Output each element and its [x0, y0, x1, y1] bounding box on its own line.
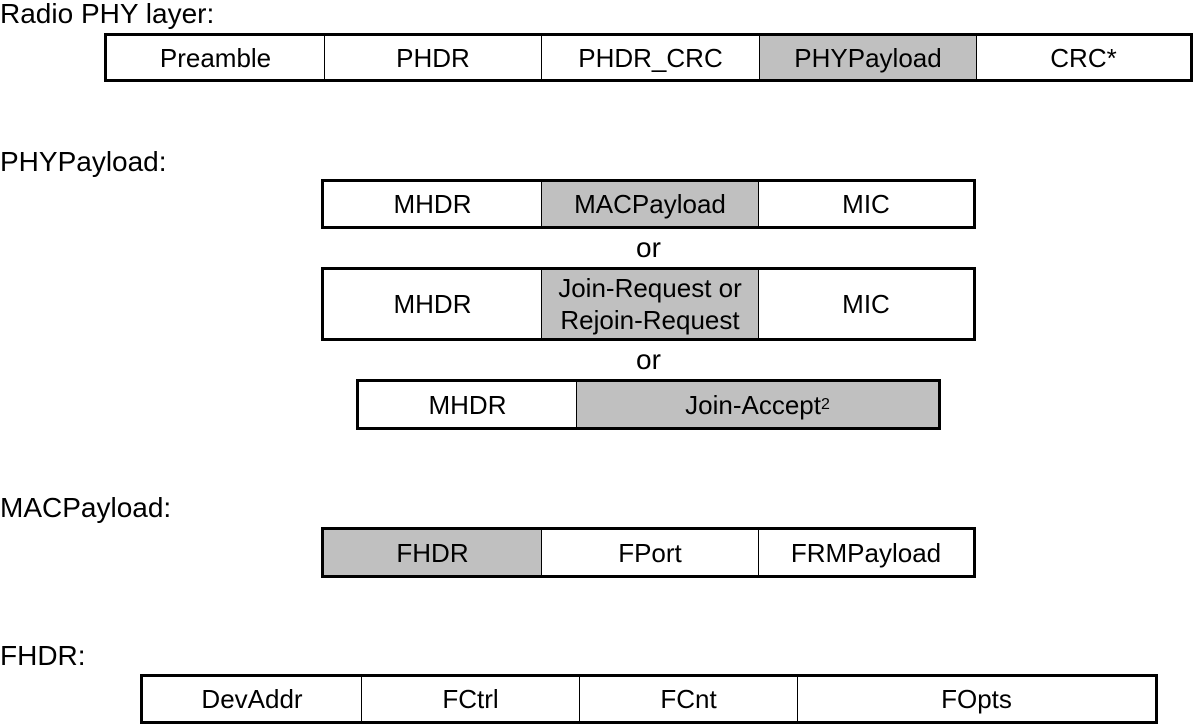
- field-fopts: FOpts: [798, 677, 1155, 721]
- radio-phy-layer-label: Radio PHY layer:: [0, 0, 215, 29]
- fhdr-label: FHDR:: [0, 640, 86, 671]
- field-frmpayload: FRMPayload: [759, 530, 973, 575]
- macpayload-label: MACPayload:: [0, 492, 172, 523]
- field-mhdr: MHDR: [324, 270, 542, 338]
- phypayload-join-request-frame: MHDR Join-Request or Rejoin-Request MIC: [321, 267, 976, 341]
- field-join-request: Join-Request or Rejoin-Request: [542, 270, 759, 338]
- join-request-line: Join-Request or: [558, 273, 742, 303]
- field-fhdr: FHDR: [324, 530, 542, 575]
- field-phdr: PHDR: [325, 36, 542, 79]
- phypayload-mac-frame: MHDR MACPayload MIC: [321, 179, 976, 229]
- field-preamble: Preamble: [107, 36, 325, 79]
- field-mhdr: MHDR: [324, 182, 542, 226]
- field-mhdr: MHDR: [359, 382, 577, 427]
- field-fctrl: FCtrl: [362, 677, 580, 721]
- macpayload-frame: FHDR FPort FRMPayload: [321, 527, 976, 578]
- field-mic: MIC: [759, 270, 973, 338]
- field-mic: MIC: [759, 182, 973, 226]
- field-fport: FPort: [542, 530, 759, 575]
- field-phypayload: PHYPayload: [760, 36, 977, 79]
- phypayload-label: PHYPayload:: [0, 146, 167, 177]
- field-macpayload: MACPayload: [542, 182, 759, 226]
- fhdr-frame: DevAddr FCtrl FCnt FOpts: [140, 674, 1158, 724]
- field-phdr-crc: PHDR_CRC: [542, 36, 760, 79]
- join-accept-text: Join-Accept: [685, 389, 821, 420]
- field-crc: CRC*: [977, 36, 1190, 79]
- radio-phy-frame: Preamble PHDR PHDR_CRC PHYPayload CRC*: [104, 33, 1193, 82]
- rejoin-request-line: Rejoin-Request: [560, 305, 740, 335]
- field-fcnt: FCnt: [580, 677, 798, 721]
- or-separator-1: or: [636, 232, 661, 263]
- field-devaddr: DevAddr: [143, 677, 362, 721]
- or-separator-2: or: [636, 344, 661, 375]
